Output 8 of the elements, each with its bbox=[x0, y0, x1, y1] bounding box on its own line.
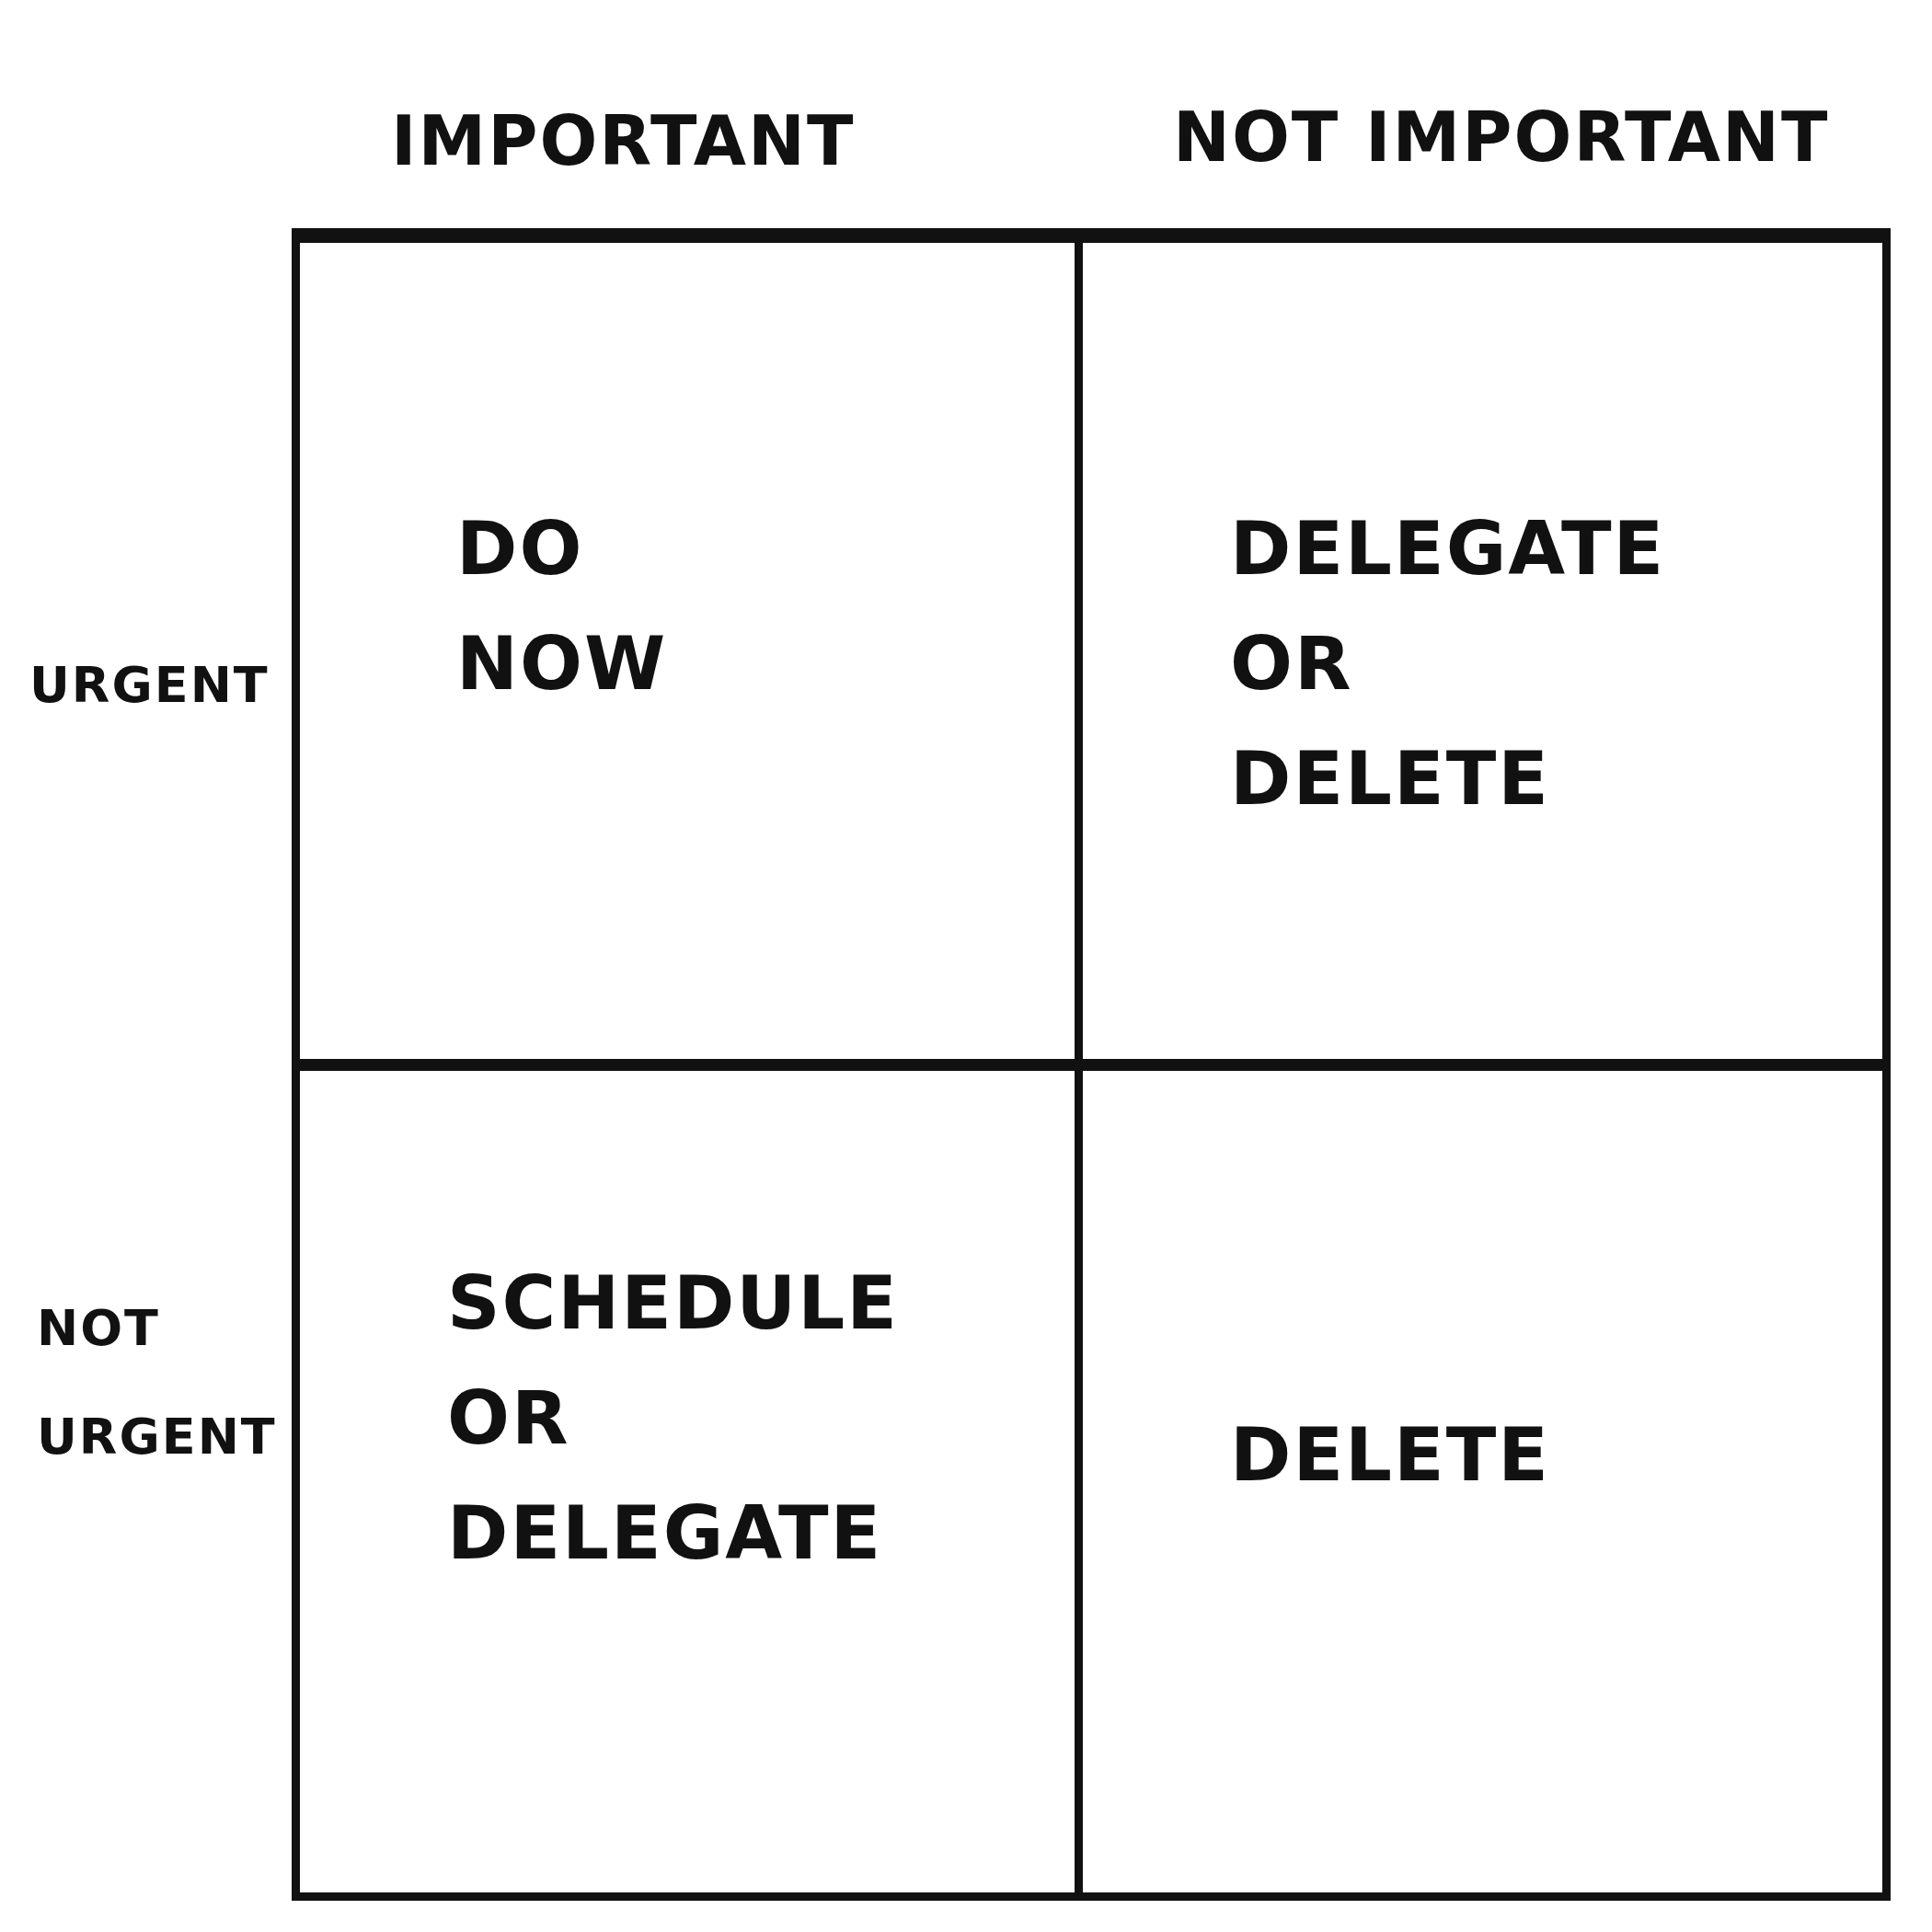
column-header: NOT IMPORTANT bbox=[1173, 97, 1830, 178]
quadrant-action-text: DELEGATE OR DELETE bbox=[1230, 505, 1666, 823]
row-header: URGENT bbox=[29, 655, 270, 716]
quadrant-action-text: SCHEDULE OR DELEGATE bbox=[447, 1259, 899, 1578]
row-header: NOT URGENT bbox=[37, 1298, 277, 1467]
quadrant-action-text: DO NOW bbox=[456, 505, 668, 708]
column-header: IMPORTANT bbox=[391, 100, 856, 182]
quadrant-action-text: DELETE bbox=[1230, 1411, 1550, 1500]
